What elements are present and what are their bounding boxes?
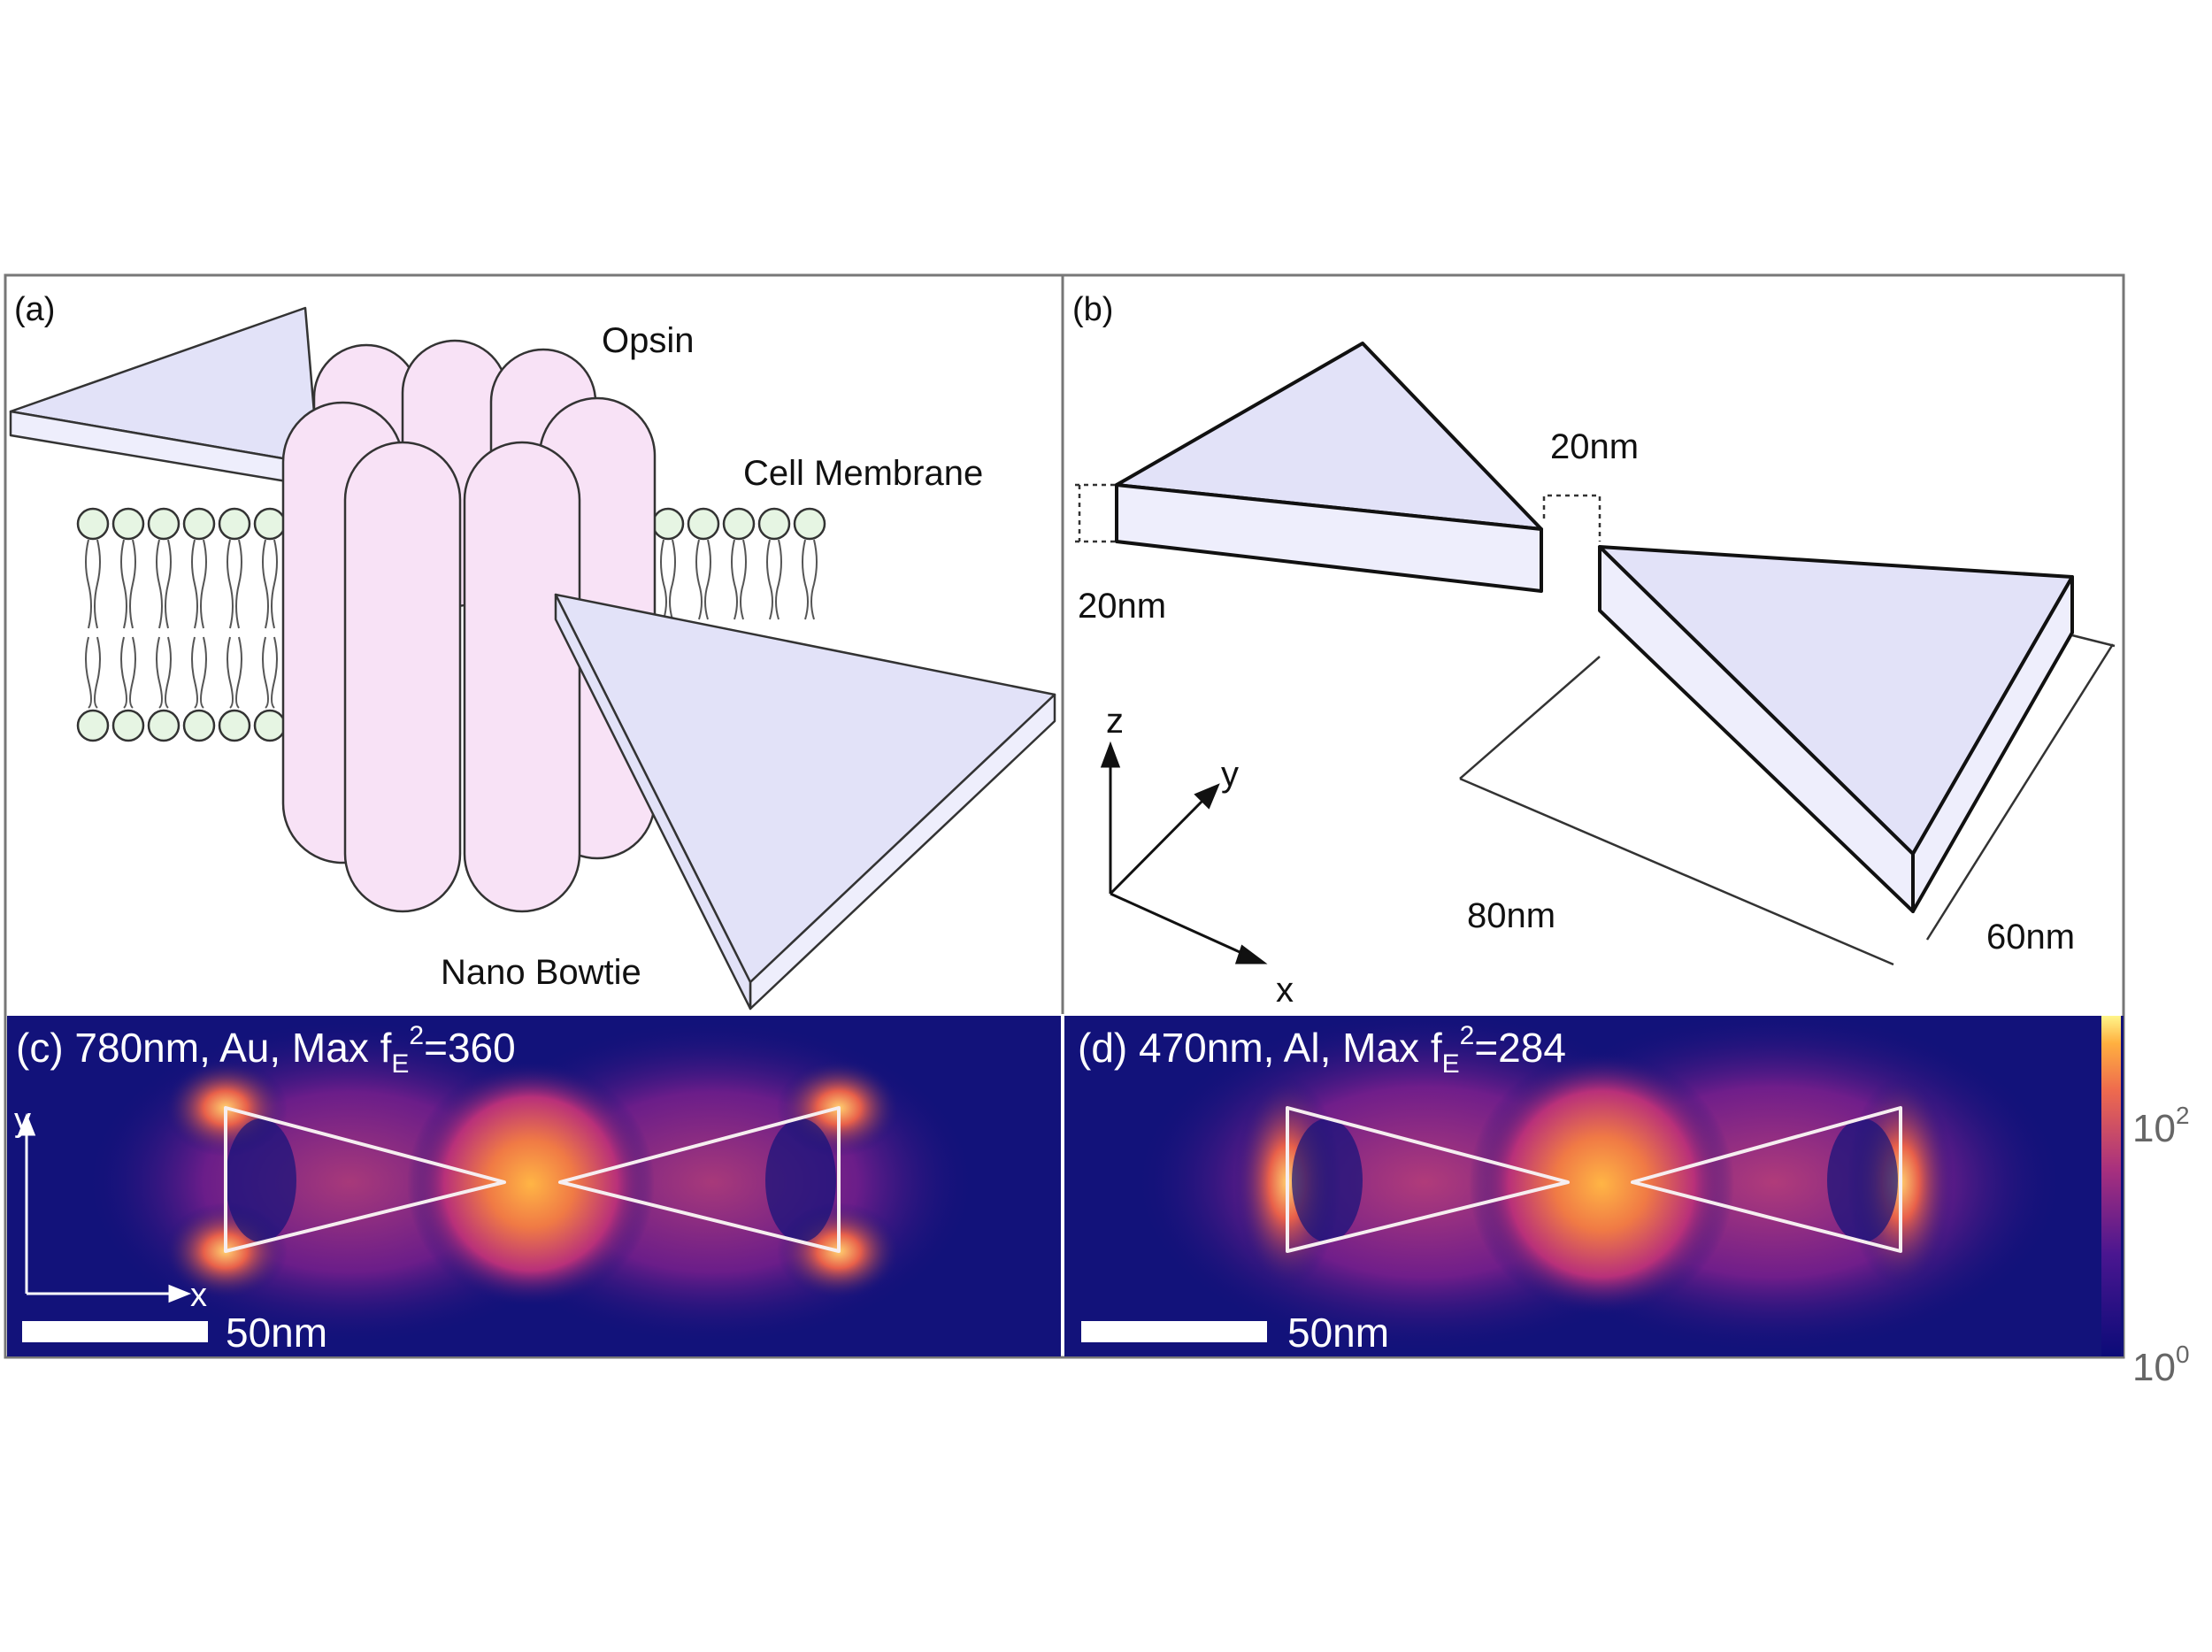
- axis-y-label-c: y: [14, 1102, 31, 1139]
- panel-b-tag: (b): [1072, 291, 1113, 328]
- colorbar-top-base: 10: [2132, 1107, 2176, 1150]
- scalebar-d: [1081, 1321, 1267, 1342]
- colorbar-bottom-exp: 0: [2176, 1341, 2190, 1368]
- bowtie-outline-c: [224, 1106, 841, 1253]
- figure-frame: [4, 273, 2125, 1359]
- scalebar-label-d: 50nm: [1287, 1310, 1389, 1356]
- axis-x-label: x: [1276, 971, 1294, 1010]
- lipid-bilayer-right: [616, 507, 826, 620]
- opsin-protein: [281, 339, 657, 913]
- panel-c-title-sub: E: [391, 1049, 409, 1079]
- panel-d-title: (d) 470nm, Al, Max fE2=284: [1078, 1021, 1566, 1079]
- colorbar-top-tick: 102: [2132, 1102, 2190, 1150]
- length-label: 80nm: [1467, 896, 1555, 935]
- panel-c-title-tail: =360: [424, 1025, 516, 1071]
- panel-d-title-sub: E: [1442, 1049, 1460, 1079]
- colorbar-gradient: [2101, 1016, 2121, 1356]
- nano-bowtie-label: Nano Bowtie: [441, 953, 641, 992]
- bowtie-plate-left: [9, 306, 320, 488]
- opsin-label: Opsin: [602, 321, 695, 360]
- colorbar-bottom-tick: 100: [2132, 1341, 2190, 1389]
- colorbar: 102 100: [2101, 1016, 2190, 1389]
- scalebar-c: [22, 1321, 208, 1342]
- panel-d: (d) 470nm, Al, Max fE2=284 50nm: [1064, 1016, 2124, 1356]
- panel-d-title-sup: 2: [1460, 1021, 1475, 1050]
- field-intensity-c: [84, 1018, 978, 1346]
- colorbar-top-exp: 2: [2176, 1102, 2190, 1129]
- panel-c: (c) 780nm, Au, Max fE2=360 y x 50nm: [7, 1016, 1061, 1356]
- thickness-label: 20nm: [1078, 587, 1166, 626]
- triangle-right: [1598, 545, 2074, 913]
- bowtie-outline-d: [1286, 1106, 1902, 1253]
- gap-label: 20nm: [1550, 427, 1639, 466]
- panel-b: (b) 20nm 20nm 80nm 60nm: [1072, 291, 2116, 1010]
- panel-d-title-tail: =284: [1474, 1025, 1566, 1071]
- panel-c-title: (c) 780nm, Au, Max fE2=360: [16, 1021, 516, 1079]
- panel-a: (a) Opsin Cell Membrane Nano Bowtie: [9, 291, 1056, 1010]
- field-intensity-d: [1133, 1016, 2066, 1355]
- width-label: 60nm: [1986, 918, 2075, 957]
- panel-d-title-main: (d) 470nm, Al, Max f: [1078, 1025, 1442, 1071]
- axis-z-label: z: [1106, 702, 1124, 741]
- panel-c-title-sup: 2: [409, 1021, 424, 1050]
- scalebar-label-c: 50nm: [226, 1310, 327, 1356]
- bowtie-plate-right: [554, 593, 1056, 1010]
- axes-b: [1100, 741, 1268, 964]
- triangle-left: [1115, 342, 1543, 593]
- lipid-bilayer-left: [76, 507, 287, 742]
- colorbar-bottom-base: 10: [2132, 1346, 2176, 1389]
- dimension-lines: [1075, 483, 2116, 966]
- axis-y-label: y: [1221, 755, 1239, 794]
- panel-c-title-main: (c) 780nm, Au, Max f: [16, 1025, 392, 1071]
- panel-a-tag: (a): [14, 291, 55, 328]
- axis-x-label-c: x: [190, 1277, 207, 1314]
- axes-c: [17, 1112, 192, 1303]
- cell-membrane-label: Cell Membrane: [743, 454, 983, 493]
